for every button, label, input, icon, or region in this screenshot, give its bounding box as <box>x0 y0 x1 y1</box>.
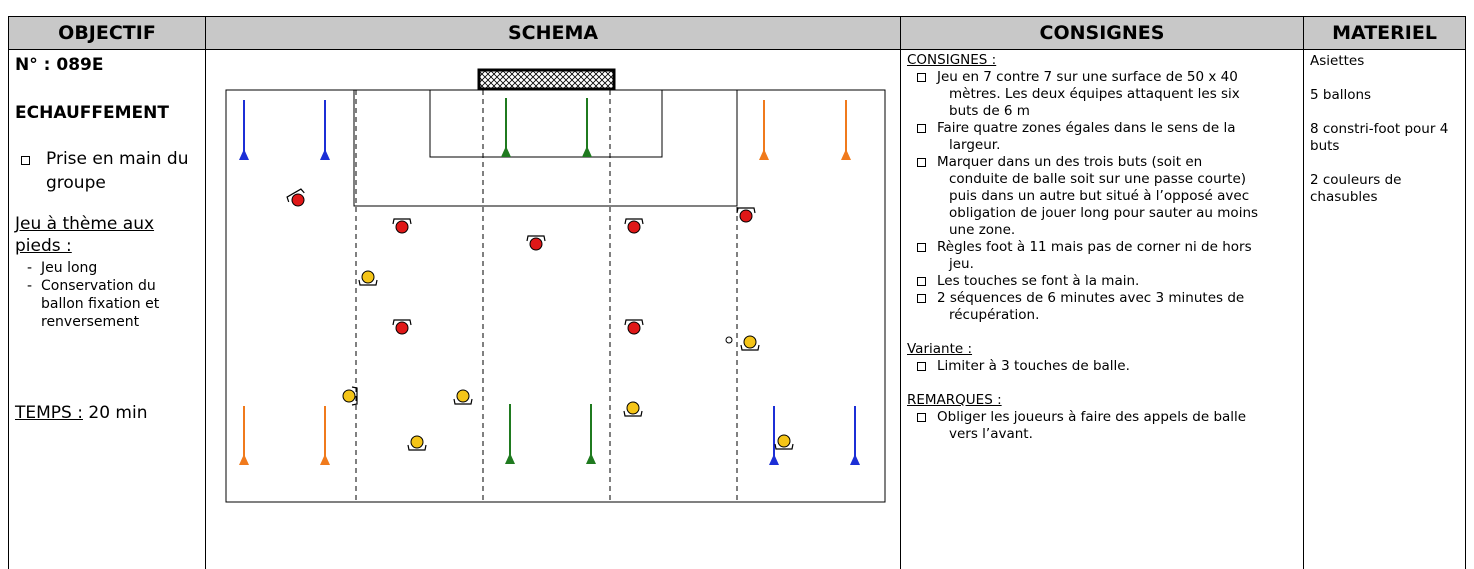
objectif-bullet: Prise en main du groupe <box>21 147 199 195</box>
list-item: -Conservation du ballon fixation et renv… <box>27 278 160 330</box>
player-icon <box>392 218 412 234</box>
materiel-item: Asiettes <box>1310 53 1365 69</box>
objectif-column: N° : 089E ECHAUFFEMENT Prise en main du … <box>8 50 205 569</box>
materiel-column: Asiettes 5 ballons 8 constri-foot pour 4… <box>1303 50 1466 569</box>
cone-icon <box>586 404 596 464</box>
ball-icon <box>725 336 733 344</box>
pitch-diagram <box>225 68 886 503</box>
cone-icon <box>239 406 249 465</box>
cone-icon <box>582 98 592 157</box>
penalty-area <box>353 89 738 207</box>
list-item: Les touches se font à la main. <box>917 273 1297 290</box>
player-icon <box>526 235 546 251</box>
exercise-number: N° : 089E <box>15 55 104 75</box>
header-materiel: MATERIEL <box>1303 16 1466 50</box>
list-item: Limiter à 3 touches de balle. <box>917 358 1297 375</box>
player-icon <box>774 434 794 450</box>
remarques-title: REMARQUES : <box>907 392 1002 408</box>
theme-title: Jeu à thème aux pieds : <box>15 214 155 256</box>
cone-icon <box>759 100 769 160</box>
variante-list: Limiter à 3 touches de balle. <box>907 358 1297 375</box>
time: TEMPS : 20 min <box>15 403 148 423</box>
player-icon <box>286 188 305 207</box>
cone-icon <box>505 404 515 464</box>
variante-title: Variante : <box>907 341 973 357</box>
player-icon <box>453 389 473 405</box>
consignes-title: CONSIGNES : <box>907 52 997 68</box>
checkbox-icon <box>917 362 926 371</box>
materiel-item: 8 constri-foot pour 4 buts <box>1310 121 1449 154</box>
checkbox-icon <box>917 243 926 252</box>
player-icon <box>407 435 427 451</box>
cone-icon <box>769 406 779 465</box>
header-schema: SCHEMA <box>205 16 900 50</box>
player-icon <box>623 401 643 417</box>
player-icon <box>736 207 756 223</box>
goal-net <box>477 68 616 91</box>
list-item: 2 séquences de 6 minutes avec 3 minutes … <box>917 290 1297 324</box>
exercise-type: ECHAUFFEMENT <box>15 103 169 123</box>
materiel-item: 2 couleurs de chasubles <box>1310 172 1402 205</box>
goal-area <box>429 89 663 158</box>
list-item: Obliger les joueurs à faire des appels d… <box>917 409 1297 443</box>
player-icon <box>624 218 644 234</box>
zone-lines <box>355 90 738 502</box>
remarques-list: Obliger les joueurs à faire des appels d… <box>907 409 1297 443</box>
checkbox-icon <box>21 156 30 165</box>
player-icon <box>624 319 644 335</box>
player-icon <box>358 270 378 286</box>
cone-icon <box>320 100 330 160</box>
header-objectif: OBJECTIF <box>8 16 205 50</box>
cone-icon <box>239 100 249 160</box>
list-item: Faire quatre zones égales dans le sens d… <box>917 120 1297 154</box>
list-item: -Jeu long <box>27 260 98 276</box>
cone-icon <box>501 98 511 157</box>
cone-icon <box>841 100 851 160</box>
player-icon <box>740 335 760 351</box>
checkbox-icon <box>917 124 926 133</box>
schema-column <box>205 50 900 569</box>
checkbox-icon <box>917 413 926 422</box>
theme-list: -Jeu long -Conservation du ballon fixati… <box>15 259 199 331</box>
consignes-column: CONSIGNES : Jeu en 7 contre 7 sur une su… <box>900 50 1303 569</box>
player-icon <box>342 386 358 406</box>
player-icon <box>392 319 412 335</box>
header-consignes: CONSIGNES <box>900 16 1303 50</box>
checkbox-icon <box>917 277 926 286</box>
cone-icon <box>850 406 860 465</box>
list-item: Jeu en 7 contre 7 sur une surface de 50 … <box>917 69 1297 120</box>
checkbox-icon <box>917 73 926 82</box>
materiel-item: 5 ballons <box>1310 87 1372 103</box>
session-sheet: OBJECTIF SCHEMA CONSIGNES MATERIEL N° : … <box>8 16 1466 569</box>
consignes-list: Jeu en 7 contre 7 sur une surface de 50 … <box>907 69 1297 324</box>
list-item: Règles foot à 11 mais pas de corner ni d… <box>917 239 1297 273</box>
checkbox-icon <box>917 158 926 167</box>
cone-icon <box>320 406 330 465</box>
checkbox-icon <box>917 294 926 303</box>
